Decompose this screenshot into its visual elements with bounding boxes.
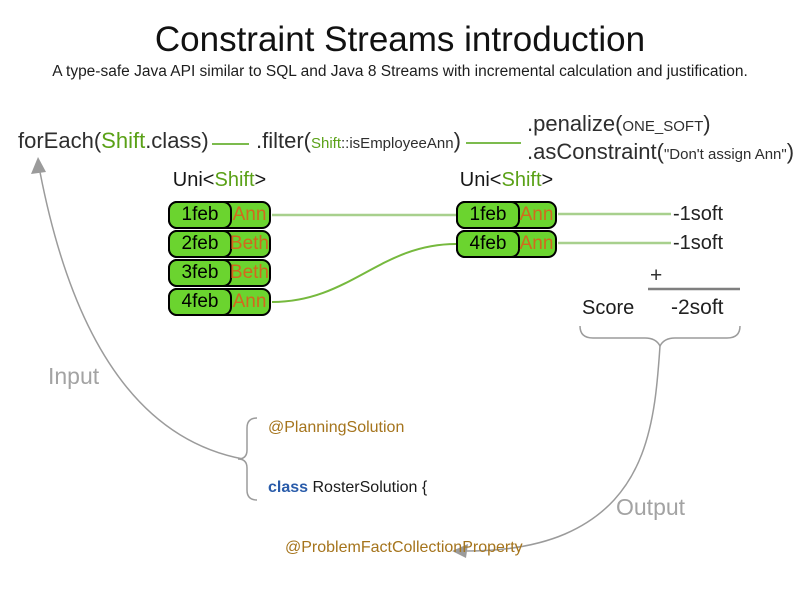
asconstraint-arg: "Don't assign Ann": [663, 146, 787, 163]
employee-cell: Ann: [232, 291, 267, 312]
uni-label-pre: Uni<: [172, 169, 215, 191]
uni-shift-label-right: Uni<Shift>: [456, 169, 557, 192]
match-line-4feb: [271, 243, 457, 303]
input-label: Input: [48, 363, 100, 389]
penalize-arg: ONE_SOFT: [622, 118, 704, 135]
filter-pre: .filter(: [256, 128, 311, 153]
plus-sign: +: [650, 264, 663, 287]
class-declaration: class RosterSolution {: [268, 478, 534, 498]
output-label: Output: [616, 494, 686, 520]
output-brace: [579, 325, 741, 348]
employee-cell: Ann: [232, 204, 267, 225]
penalize-post: ): [703, 111, 711, 136]
date-cell: 3feb: [168, 259, 232, 287]
filter-arg-rest: ::isEmployeeAnn: [341, 135, 454, 152]
asconstraint-post: ): [786, 139, 795, 164]
penalty-value: -1soft: [673, 203, 724, 225]
table-row: 4feb Ann: [456, 230, 557, 258]
date-cell: 1feb: [168, 201, 232, 229]
score-label: Score: [582, 297, 635, 319]
date-cell: 1feb: [456, 201, 520, 229]
annotation-problem-fact: @ProblemFactCollectionProperty: [285, 539, 523, 556]
shift-table-right: 1feb Ann 4feb Ann: [456, 201, 557, 259]
uni-label-post: >: [254, 169, 267, 191]
date-cell: 2feb: [168, 230, 232, 258]
date-cell: 4feb: [456, 230, 520, 258]
employee-cell: Ann: [519, 204, 554, 225]
keyword-class: class: [268, 479, 309, 496]
asconstraint-pre: .asConstraint(: [527, 139, 664, 164]
table-row: 2feb Beth: [168, 230, 271, 258]
foreach-call: forEach(Shift.class): [18, 128, 209, 154]
penalize-call: .penalize(ONE_SOFT): [527, 111, 711, 137]
class-name: RosterSolution {: [308, 479, 428, 496]
foreach-post: .class): [145, 128, 209, 153]
uni-label-post: >: [541, 169, 554, 191]
page-title: Constraint Streams introduction: [154, 20, 646, 59]
uni-shift-label-left: Uni<Shift>: [168, 169, 271, 192]
input-brace: [237, 417, 258, 501]
subtitle: A type-safe Java API similar to SQL and …: [52, 63, 748, 80]
date-cell: 4feb: [168, 288, 232, 316]
uni-label-pre: Uni<: [459, 169, 502, 191]
score-total: -2soft: [671, 296, 724, 319]
table-row: 1feb Ann: [168, 201, 271, 229]
filter-arg-type: Shift: [311, 135, 342, 152]
employee-cell: Beth: [229, 233, 269, 254]
filter-call: .filter(Shift::isEmployeeAnn): [256, 128, 461, 154]
table-row: 3feb Beth: [168, 259, 271, 287]
foreach-pre: forEach(: [18, 128, 102, 153]
employee-cell: Ann: [519, 233, 554, 254]
table-row: 1feb Ann: [456, 201, 557, 229]
asconstraint-call: .asConstraint("Don't assign Ann"): [527, 139, 794, 165]
shift-table-left: 1feb Ann 2feb Beth 3feb Beth 4feb Ann: [168, 201, 271, 317]
table-row: 4feb Ann: [168, 288, 271, 316]
penalty-value: -1soft: [673, 232, 724, 254]
foreach-type: Shift: [101, 128, 146, 153]
penalize-pre: .penalize(: [527, 111, 623, 136]
uni-label-type: Shift: [214, 169, 255, 191]
code-block: @PlanningSolution class RosterSolution {…: [268, 378, 534, 600]
employee-cell: Beth: [229, 262, 269, 283]
filter-post: ): [453, 128, 461, 153]
annotation-planning-solution: @PlanningSolution: [268, 419, 405, 436]
uni-label-type: Shift: [501, 169, 542, 191]
